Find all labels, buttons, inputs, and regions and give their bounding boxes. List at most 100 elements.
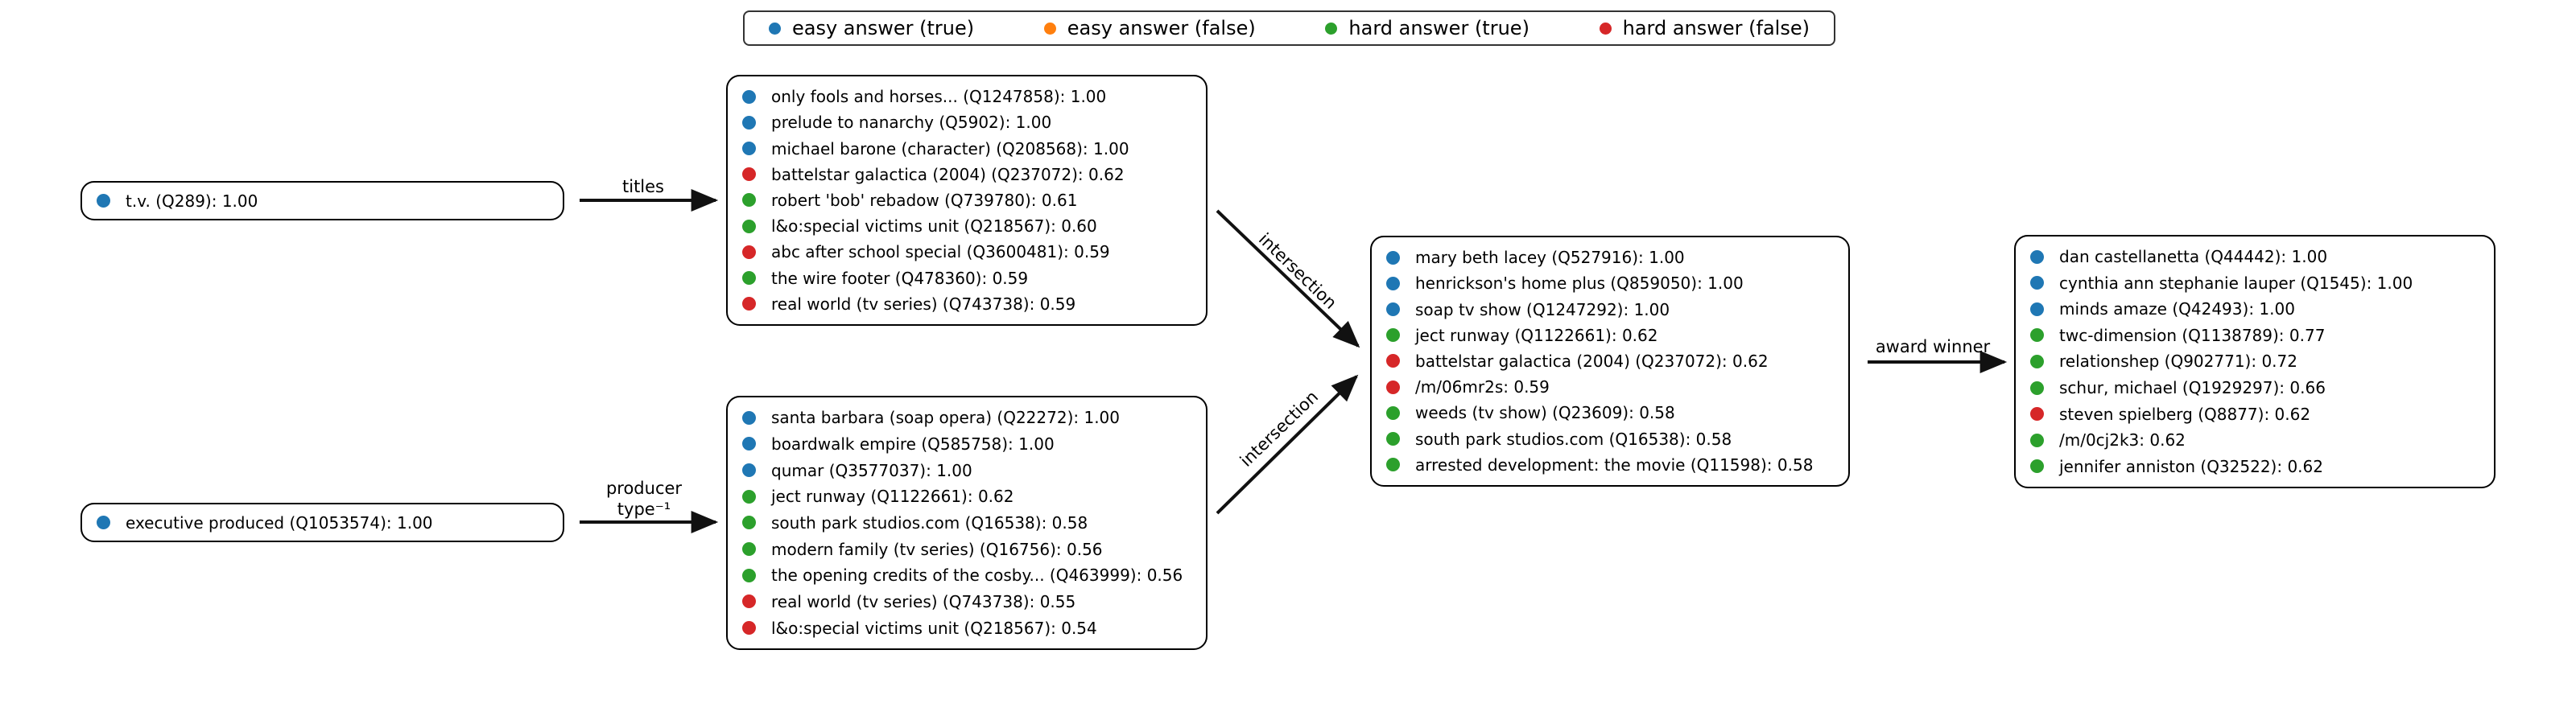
entity-label: prelude to nanarchy (Q5902): 1.00 [771,113,1052,133]
entity-row: relationshep (Q902771): 0.72 [2016,353,2494,369]
entity-label: jennifer anniston (Q32522): 0.62 [2059,456,2323,476]
answer-dot-icon [97,194,110,208]
answer-dot-icon [742,516,756,530]
answer-dot-icon [1386,302,1400,317]
answer-dot-icon [742,463,756,478]
edge-label-producer-type: producer type⁻¹ [606,478,682,520]
entity-label: mary beth lacey (Q527916): 1.00 [1415,248,1685,268]
entity-label: michael barone (character) (Q208568): 1.… [771,138,1129,158]
entity-row: dan castellanetta (Q44442): 1.00 [2016,249,2494,265]
entity-row: qumar (Q3577037): 1.00 [728,463,1206,479]
entity-row: l&o:special victims unit (Q218567): 0.54 [728,620,1206,636]
entity-row: soap tv show (Q1247292): 1.00 [1372,302,1848,318]
entity-row: l&o:special victims unit (Q218567): 0.60 [728,218,1206,234]
edge-label-intersection-bottom: intersection [1236,387,1323,471]
entity-row: the opening credits of the cosby... (Q46… [728,567,1206,583]
entity-row: battelstar galactica (2004) (Q237072): 0… [1372,353,1848,369]
entity-label: l&o:special victims unit (Q218567): 0.54 [771,618,1097,638]
answer-dot-icon [742,115,756,130]
entity-label: l&o:special victims unit (Q218567): 0.60 [771,216,1097,237]
entity-label: soap tv show (Q1247292): 1.00 [1415,299,1670,319]
answer-dot-icon [742,271,756,286]
entity-label: dan castellanetta (Q44442): 1.00 [2059,247,2328,267]
entity-label: real world (tv series) (Q743738): 0.59 [771,294,1076,314]
entity-label: arrested development: the movie (Q11598)… [1415,455,1814,475]
answer-dot-icon [1386,380,1400,394]
entity-label: /m/06mr2s: 0.59 [1415,377,1550,397]
node-intersection-result: mary beth lacey (Q527916): 1.00 henricks… [1370,236,1850,487]
answer-dot-icon [742,193,756,208]
answer-dot-icon [1386,405,1400,420]
entity-row: robert 'bob' rebadow (Q739780): 0.61 [728,192,1206,208]
entity-row: executive produced (Q1053574): 1.00 [82,515,563,531]
node-titles-result: only fools and horses... (Q1247858): 1.0… [726,75,1208,326]
entity-row: twc-dimension (Q1138789): 0.77 [2016,327,2494,343]
legend: easy answer (true) easy answer (false) h… [743,10,1835,46]
legend-label: hard answer (true) [1348,17,1530,39]
legend-item: easy answer (false) [1043,17,1256,39]
legend-item: hard answer (true) [1325,17,1530,39]
legend-label: easy answer (true) [792,17,975,39]
legend-item: easy answer (true) [769,17,974,39]
answer-dot-icon [2030,328,2044,343]
entity-label: henrickson's home plus (Q859050): 1.00 [1415,274,1744,294]
entity-row: modern family (tv series) (Q16756): 0.56 [728,541,1206,557]
entity-row: abc after school special (Q3600481): 0.5… [728,244,1206,260]
entity-label: south park studios.com (Q16538): 0.58 [771,512,1088,533]
answer-dot-icon [742,245,756,259]
entity-label: schur, michael (Q1929297): 0.66 [2059,378,2326,397]
entity-label: robert 'bob' rebadow (Q739780): 0.61 [771,190,1078,210]
entity-label: /m/0cj2k3: 0.62 [2059,430,2186,450]
entity-label: relationshep (Q902771): 0.72 [2059,352,2297,372]
entity-label: ject runway (Q1122661): 0.62 [771,487,1014,507]
entity-label: modern family (tv series) (Q16756): 0.56 [771,539,1103,559]
answer-dot-icon [742,621,756,636]
answer-dot-icon [1386,328,1400,343]
answer-dot-icon [2030,276,2044,290]
entity-label: steven spielberg (Q8877): 0.62 [2059,404,2311,424]
legend-item: hard answer (false) [1599,17,1810,39]
entity-row: mary beth lacey (Q527916): 1.00 [1372,249,1848,265]
entity-row: ject runway (Q1122661): 0.62 [1372,327,1848,343]
entity-row: t.v. (Q289): 1.00 [82,193,563,209]
entity-row: jennifer anniston (Q32522): 0.62 [2016,459,2494,475]
entity-row: ject runway (Q1122661): 0.62 [728,488,1206,504]
entity-row: arrested development: the movie (Q11598)… [1372,457,1848,473]
entity-row: /m/0cj2k3: 0.62 [2016,432,2494,448]
answer-dot-icon [1386,432,1400,446]
entity-label: qumar (Q3577037): 1.00 [771,460,972,480]
entity-row: south park studios.com (Q16538): 0.58 [1372,431,1848,447]
answer-dot-icon [2030,459,2044,474]
node-award-winner-result: dan castellanetta (Q44442): 1.00 cynthia… [2014,235,2496,488]
edge-label-producer-line1: producer [605,479,683,498]
answer-dot-icon [2030,302,2044,316]
entity-label: cynthia ann stephanie lauper (Q1545): 1.… [2059,273,2413,293]
edge-label-award-winner: award winner [1875,337,1991,356]
entity-row: michael barone (character) (Q208568): 1.… [728,141,1206,157]
entity-row: prelude to nanarchy (Q5902): 1.00 [728,114,1206,130]
answer-dot-icon [742,89,756,104]
legend-dot-icon [769,22,781,35]
entity-row: real world (tv series) (Q743738): 0.55 [728,594,1206,610]
entity-row: south park studios.com (Q16538): 0.58 [728,515,1206,531]
entity-row: real world (tv series) (Q743738): 0.59 [728,296,1206,312]
edge-label-titles: titles [622,177,664,196]
answer-dot-icon [742,167,756,182]
node-tv-anchor: t.v. (Q289): 1.00 [80,181,564,220]
answer-dot-icon [2030,433,2044,447]
legend-dot-icon [1043,22,1056,35]
entity-label: ject runway (Q1122661): 0.62 [1415,325,1658,345]
answer-dot-icon [2030,354,2044,368]
answer-dot-icon [1386,458,1400,472]
node-producer-type-result: santa barbara (soap opera) (Q22272): 1.0… [726,396,1208,650]
entity-row: boardwalk empire (Q585758): 1.00 [728,436,1206,452]
entity-row: the wire footer (Q478360): 0.59 [728,270,1206,286]
entity-label: santa barbara (soap opera) (Q22272): 1.0… [771,408,1121,428]
answer-dot-icon [742,437,756,451]
entity-label: executive produced (Q1053574): 1.00 [126,512,433,533]
entity-label: battelstar galactica (2004) (Q237072): 0… [1415,351,1769,371]
answer-dot-icon [742,410,756,425]
answer-dot-icon [97,516,110,529]
entity-row: minds amaze (Q42493): 1.00 [2016,301,2494,317]
entity-label: abc after school special (Q3600481): 0.5… [771,242,1110,262]
